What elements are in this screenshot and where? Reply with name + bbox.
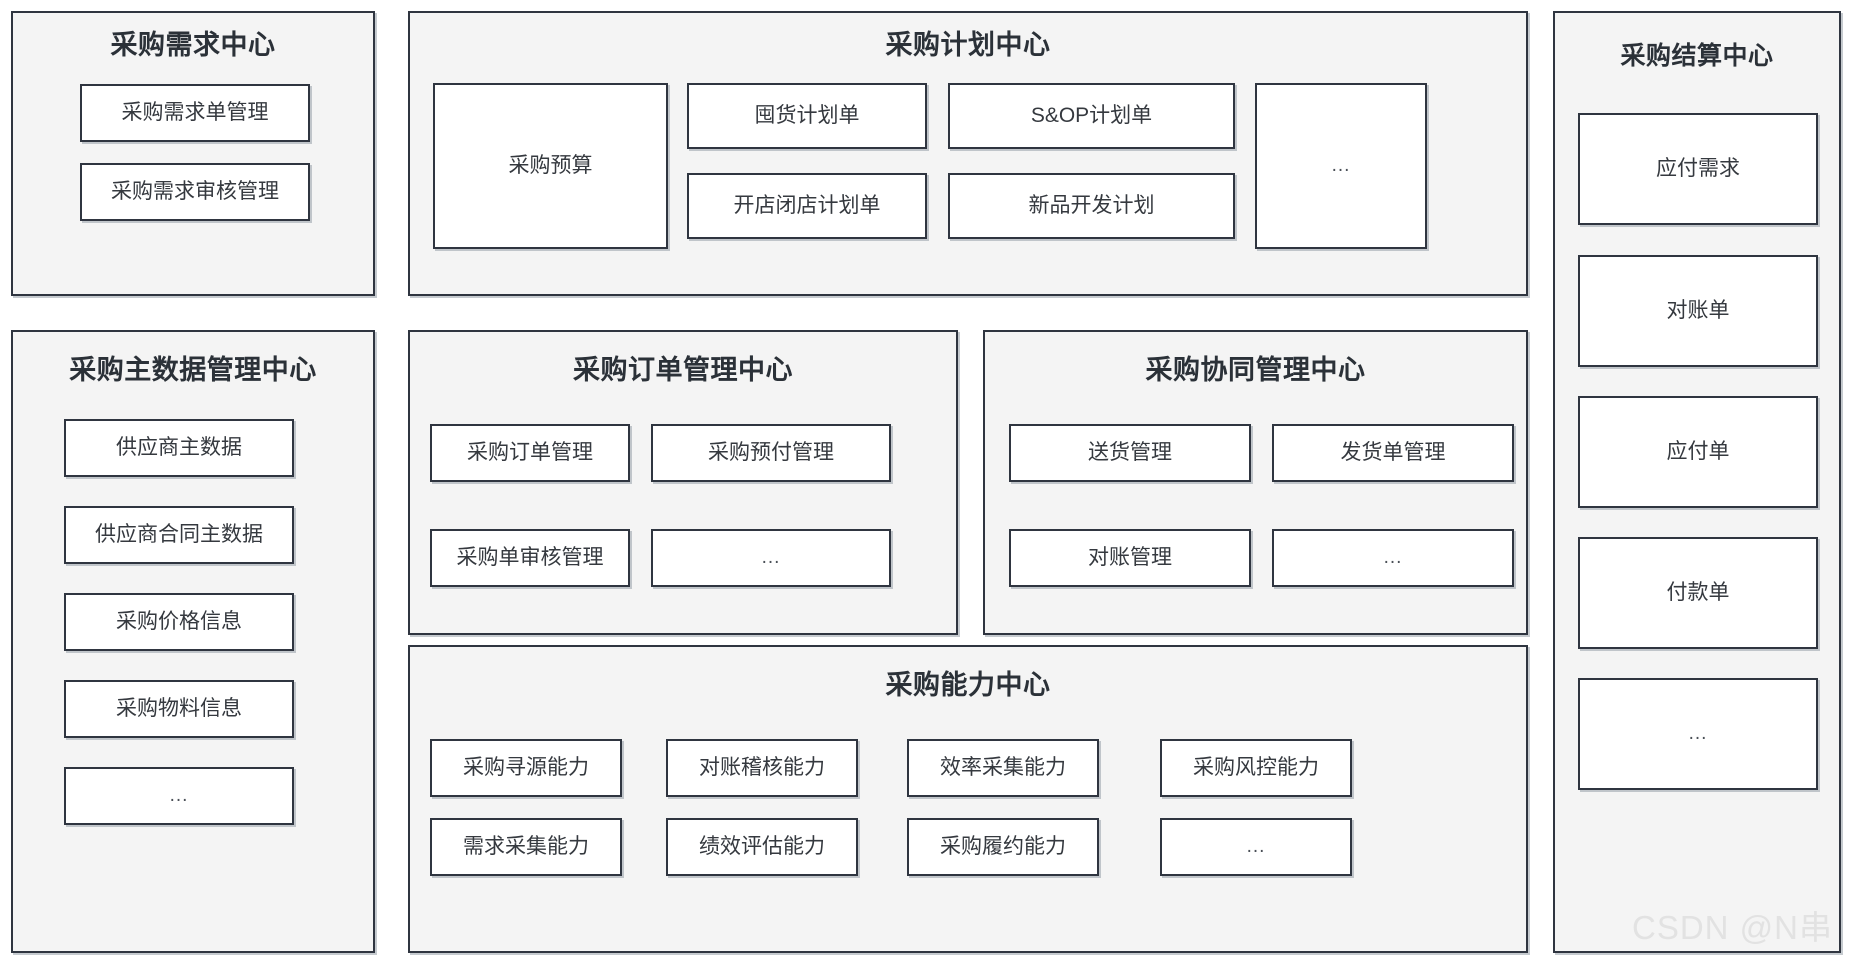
panel-purchase-plan-center: 采购计划中心 采购预算 囤货计划单 S&OP计划单 ... 开店闭店计划单 新品… (408, 11, 1528, 296)
panel-title-order: 采购订单管理中心 (573, 355, 793, 385)
box-new-product-development-plan[interactable]: 新品开发计划 (948, 173, 1235, 239)
box-delivery-management[interactable]: 送货管理 (1009, 424, 1251, 482)
box-order-more[interactable]: ... (651, 529, 891, 587)
box-reconciliation-management[interactable]: 对账管理 (1009, 529, 1251, 587)
panel-title-capability: 采购能力中心 (885, 670, 1051, 700)
panel-purchase-capability-center: 采购能力中心 采购寻源能力 对账稽核能力 效率采集能力 采购风控能力 需求采集能… (408, 645, 1528, 953)
panel-purchase-collaboration-center: 采购协同管理中心 送货管理 发货单管理 对账管理 ... (983, 330, 1528, 635)
box-payable-demand[interactable]: 应付需求 (1578, 113, 1818, 225)
box-demand-review-management[interactable]: 采购需求审核管理 (80, 163, 310, 221)
box-demand-collection-capability[interactable]: 需求采集能力 (430, 818, 622, 876)
box-payable-order[interactable]: 应付单 (1578, 396, 1818, 508)
panel-purchase-settlement-center: 采购结算中心 应付需求 对账单 应付单 付款单 ... CSDN @N串 (1553, 11, 1841, 953)
panel-title-collab: 采购协同管理中心 (1145, 355, 1366, 385)
box-purchase-risk-control-capability[interactable]: 采购风控能力 (1160, 739, 1352, 797)
panel-title-plan: 采购计划中心 (885, 30, 1051, 60)
box-purchase-price-info[interactable]: 采购价格信息 (64, 593, 294, 651)
box-purchase-budget[interactable]: 采购预算 (433, 83, 668, 249)
box-sop-plan-order[interactable]: S&OP计划单 (948, 83, 1235, 149)
box-supplier-contract-master-data[interactable]: 供应商合同主数据 (64, 506, 294, 564)
box-collab-more[interactable]: ... (1272, 529, 1514, 587)
box-reconciliation-statement[interactable]: 对账单 (1578, 255, 1818, 367)
box-reconciliation-audit-capability[interactable]: 对账稽核能力 (666, 739, 858, 797)
box-masterdata-more[interactable]: ... (64, 767, 294, 825)
box-purchase-fulfillment-capability[interactable]: 采购履约能力 (907, 818, 1099, 876)
box-purchase-order-management[interactable]: 采购订单管理 (430, 424, 630, 482)
box-performance-evaluation-capability[interactable]: 绩效评估能力 (666, 818, 858, 876)
box-purchase-order-review-management[interactable]: 采购单审核管理 (430, 529, 630, 587)
box-plan-more[interactable]: ... (1255, 83, 1427, 249)
box-shipping-order-management[interactable]: 发货单管理 (1272, 424, 1514, 482)
box-settlement-more[interactable]: ... (1578, 678, 1818, 790)
panel-purchase-order-center: 采购订单管理中心 采购订单管理 采购预付管理 采购单审核管理 ... (408, 330, 958, 635)
box-purchase-material-info[interactable]: 采购物料信息 (64, 680, 294, 738)
box-supplier-master-data[interactable]: 供应商主数据 (64, 419, 294, 477)
box-demand-order-management[interactable]: 采购需求单管理 (80, 84, 310, 142)
box-efficiency-collection-capability[interactable]: 效率采集能力 (907, 739, 1099, 797)
panel-title-masterdata: 采购主数据管理中心 (69, 355, 317, 385)
box-capability-more[interactable]: ... (1160, 818, 1352, 876)
box-store-open-close-plan-order[interactable]: 开店闭店计划单 (687, 173, 927, 239)
box-stockpiling-plan-order[interactable]: 囤货计划单 (687, 83, 927, 149)
panel-title-settlement: 采购结算中心 (1620, 42, 1774, 70)
panel-title-demand: 采购需求中心 (110, 30, 276, 60)
box-payment-order[interactable]: 付款单 (1578, 537, 1818, 649)
panel-master-data-center: 采购主数据管理中心 供应商主数据 供应商合同主数据 采购价格信息 采购物料信息 … (11, 330, 375, 953)
box-purchase-prepayment-management[interactable]: 采购预付管理 (651, 424, 891, 482)
box-sourcing-capability[interactable]: 采购寻源能力 (430, 739, 622, 797)
panel-purchase-demand-center: 采购需求中心 采购需求单管理 采购需求审核管理 (11, 11, 375, 296)
csdn-watermark: CSDN @N串 (1631, 909, 1833, 946)
